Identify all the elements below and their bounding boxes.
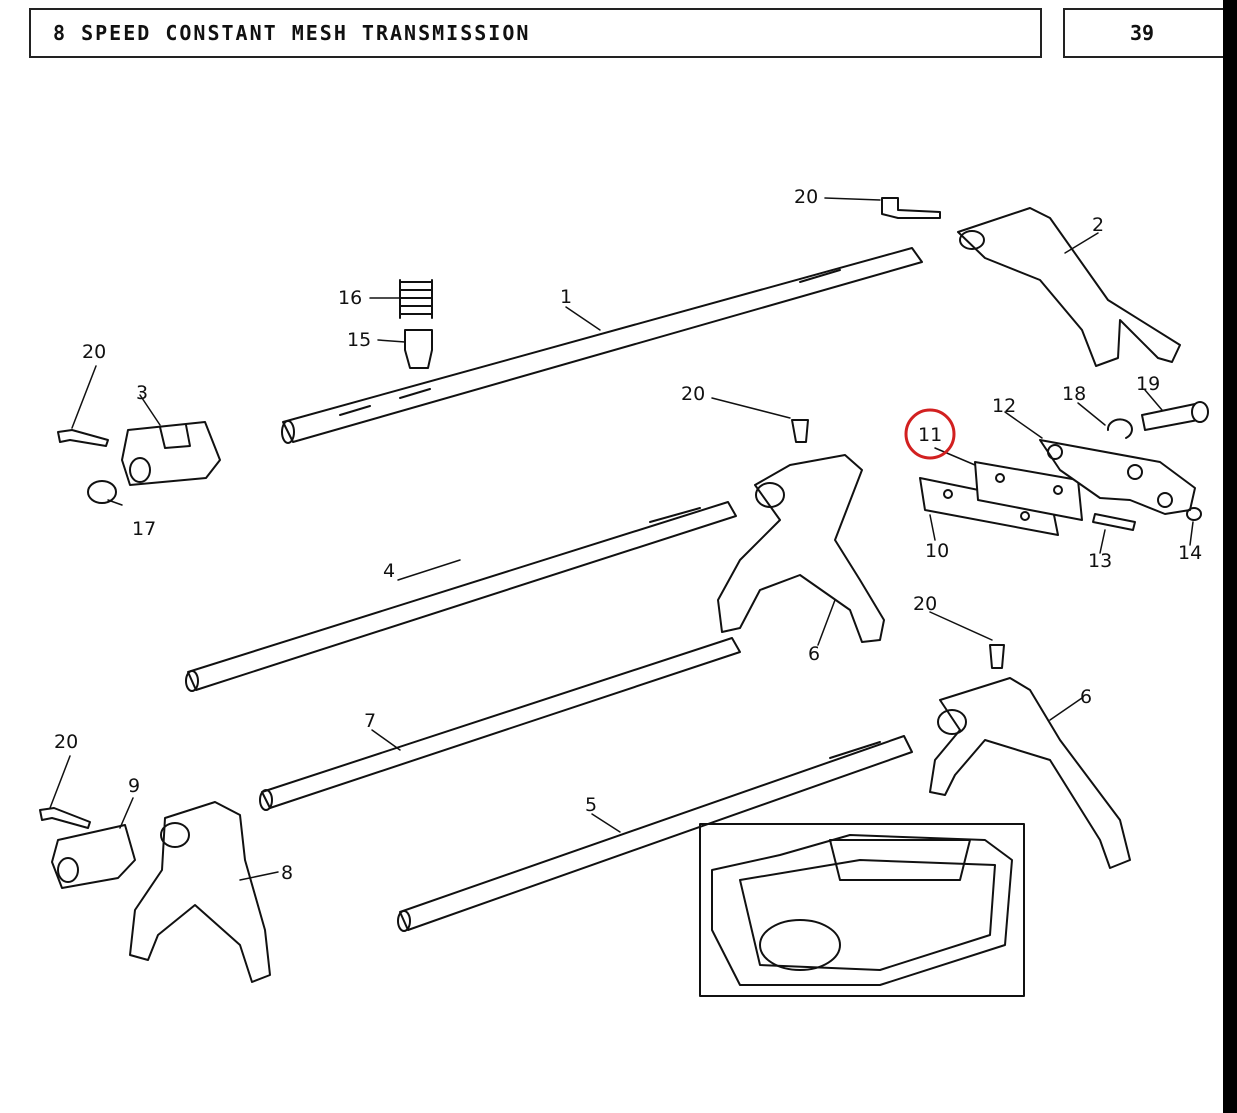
part-17-ring: [87, 480, 117, 504]
callout-18: 18: [1062, 383, 1086, 405]
part-4-shift-rail: [185, 501, 737, 692]
leader-lines: [49, 197, 1194, 881]
page-title: 8 SPEED CONSTANT MESH TRANSMISSION: [29, 8, 1042, 58]
callout-10: 10: [925, 540, 949, 562]
part-1-shift-rail: [281, 247, 923, 444]
part-13-pin: [1092, 513, 1136, 531]
callout-6-upper: 6: [808, 643, 820, 665]
part-20-bolt-right: [989, 644, 1005, 669]
part-9-block: [51, 824, 136, 889]
callout-13: 13: [1088, 550, 1112, 572]
part-7-shift-rail: [259, 637, 741, 811]
part-5-shift-rail: [397, 735, 913, 932]
callout-20-mid: 20: [681, 383, 705, 405]
callout-3: 3: [136, 382, 148, 404]
part-15-plunger: [404, 329, 433, 369]
callout-19: 19: [1136, 373, 1160, 395]
callout-17: 17: [132, 518, 156, 540]
callout-14: 14: [1178, 542, 1202, 564]
callout-4: 4: [383, 560, 395, 582]
edge-strip: [1223, 0, 1237, 1113]
callout-20-top: 20: [794, 186, 818, 208]
part-3-block: [121, 421, 221, 486]
callout-2: 2: [1092, 214, 1104, 236]
callout-7: 7: [364, 710, 376, 732]
callout-16: 16: [338, 287, 362, 309]
callout-20-lower-left: 20: [54, 731, 78, 753]
part-2-shift-fork: [957, 207, 1181, 367]
callout-6-lower: 6: [1080, 686, 1092, 708]
callout-11: 11: [918, 424, 942, 446]
callout-15: 15: [347, 329, 371, 351]
page-number: 39: [1063, 8, 1237, 58]
part-16-spring: [399, 279, 433, 319]
part-20-bolt-lower-left: [39, 807, 91, 829]
callout-1: 1: [560, 286, 572, 308]
transmission-housing-inset: [699, 823, 1025, 997]
callout-12: 12: [992, 395, 1016, 417]
callout-9: 9: [128, 775, 140, 797]
callout-5: 5: [585, 794, 597, 816]
part-20-bolt-left: [57, 429, 109, 447]
part-6-shift-fork-lower: [929, 677, 1131, 869]
part-18-circlip: [1106, 418, 1133, 439]
part-20-bolt-mid: [791, 419, 809, 443]
highlight-circle: [904, 408, 956, 460]
part-6-shift-fork-upper: [717, 454, 885, 643]
part-19-bolt: [1141, 401, 1209, 431]
part-12-bracket: [1039, 439, 1196, 515]
callout-8: 8: [281, 862, 293, 884]
part-14-washer: [1186, 507, 1202, 521]
part-11-plate: [974, 461, 1083, 521]
part-20-bolt-top: [881, 197, 941, 219]
part-8-shift-fork: [129, 801, 271, 983]
callout-20-right: 20: [913, 593, 937, 615]
callout-20-left: 20: [82, 341, 106, 363]
